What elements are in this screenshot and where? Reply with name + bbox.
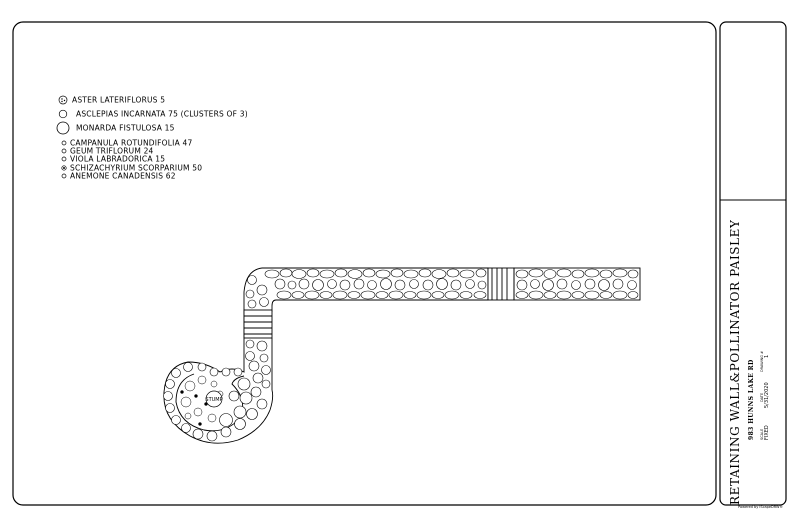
legend-label: ASTER LATERIFLORUS 5 — [72, 95, 166, 105]
stump-circle — [205, 390, 223, 408]
asclepias-symbol — [58, 109, 68, 119]
date-value: 5/31/2020 — [764, 382, 770, 408]
drawing-border — [12, 21, 717, 506]
title-block-border — [719, 21, 787, 506]
small-circle-symbol — [61, 140, 67, 146]
small-circle-symbol — [61, 156, 67, 162]
site-plan — [163, 267, 641, 444]
small-circle-symbol — [61, 173, 67, 179]
powered-by: Powered by iScapeDRW® — [738, 505, 783, 509]
legend-label: SCHIZACHYRIUM SCORPARIUM 50 — [70, 163, 203, 173]
stump-label: STUMP — [205, 397, 222, 403]
project-address: 983 HUNNS LAKE RD — [748, 359, 755, 440]
steps-vertical — [243, 309, 273, 339]
wall-segment-east — [513, 267, 641, 301]
wall-outline-horizontal — [262, 267, 489, 312]
project-title: RETAINING WALL&POLLINATOR PAISLEY — [728, 219, 742, 505]
legend-label: VIOLA LABRADORICA 15 — [70, 154, 166, 164]
dot-circle-symbol — [61, 165, 67, 171]
drawing-number-value: 1 — [764, 354, 770, 358]
legend-label: GEUM TRIFLORUM 24 — [70, 146, 154, 156]
steps-horizontal — [487, 267, 515, 301]
paisley-bed-outline — [163, 352, 274, 444]
legend-label: ASCLEPIAS INCARNATA 75 (CLUSTERS OF 3) — [76, 109, 248, 119]
monarda-symbol — [56, 121, 70, 135]
aster-symbol — [58, 95, 68, 105]
legend-label: ANEMONE CANADENSIS 62 — [70, 171, 176, 181]
small-circle-symbol — [61, 148, 67, 154]
scale-value: FIXED — [764, 425, 770, 440]
wall-outline-vertical-outer — [243, 267, 263, 352]
legend-symbols — [56, 95, 70, 179]
legend-label: MONARDA FISTULOSA 15 — [76, 123, 175, 133]
legend-label: CAMPANULA ROTUNDIFOLIA 47 — [70, 138, 193, 148]
wall-stones — [163, 268, 639, 442]
